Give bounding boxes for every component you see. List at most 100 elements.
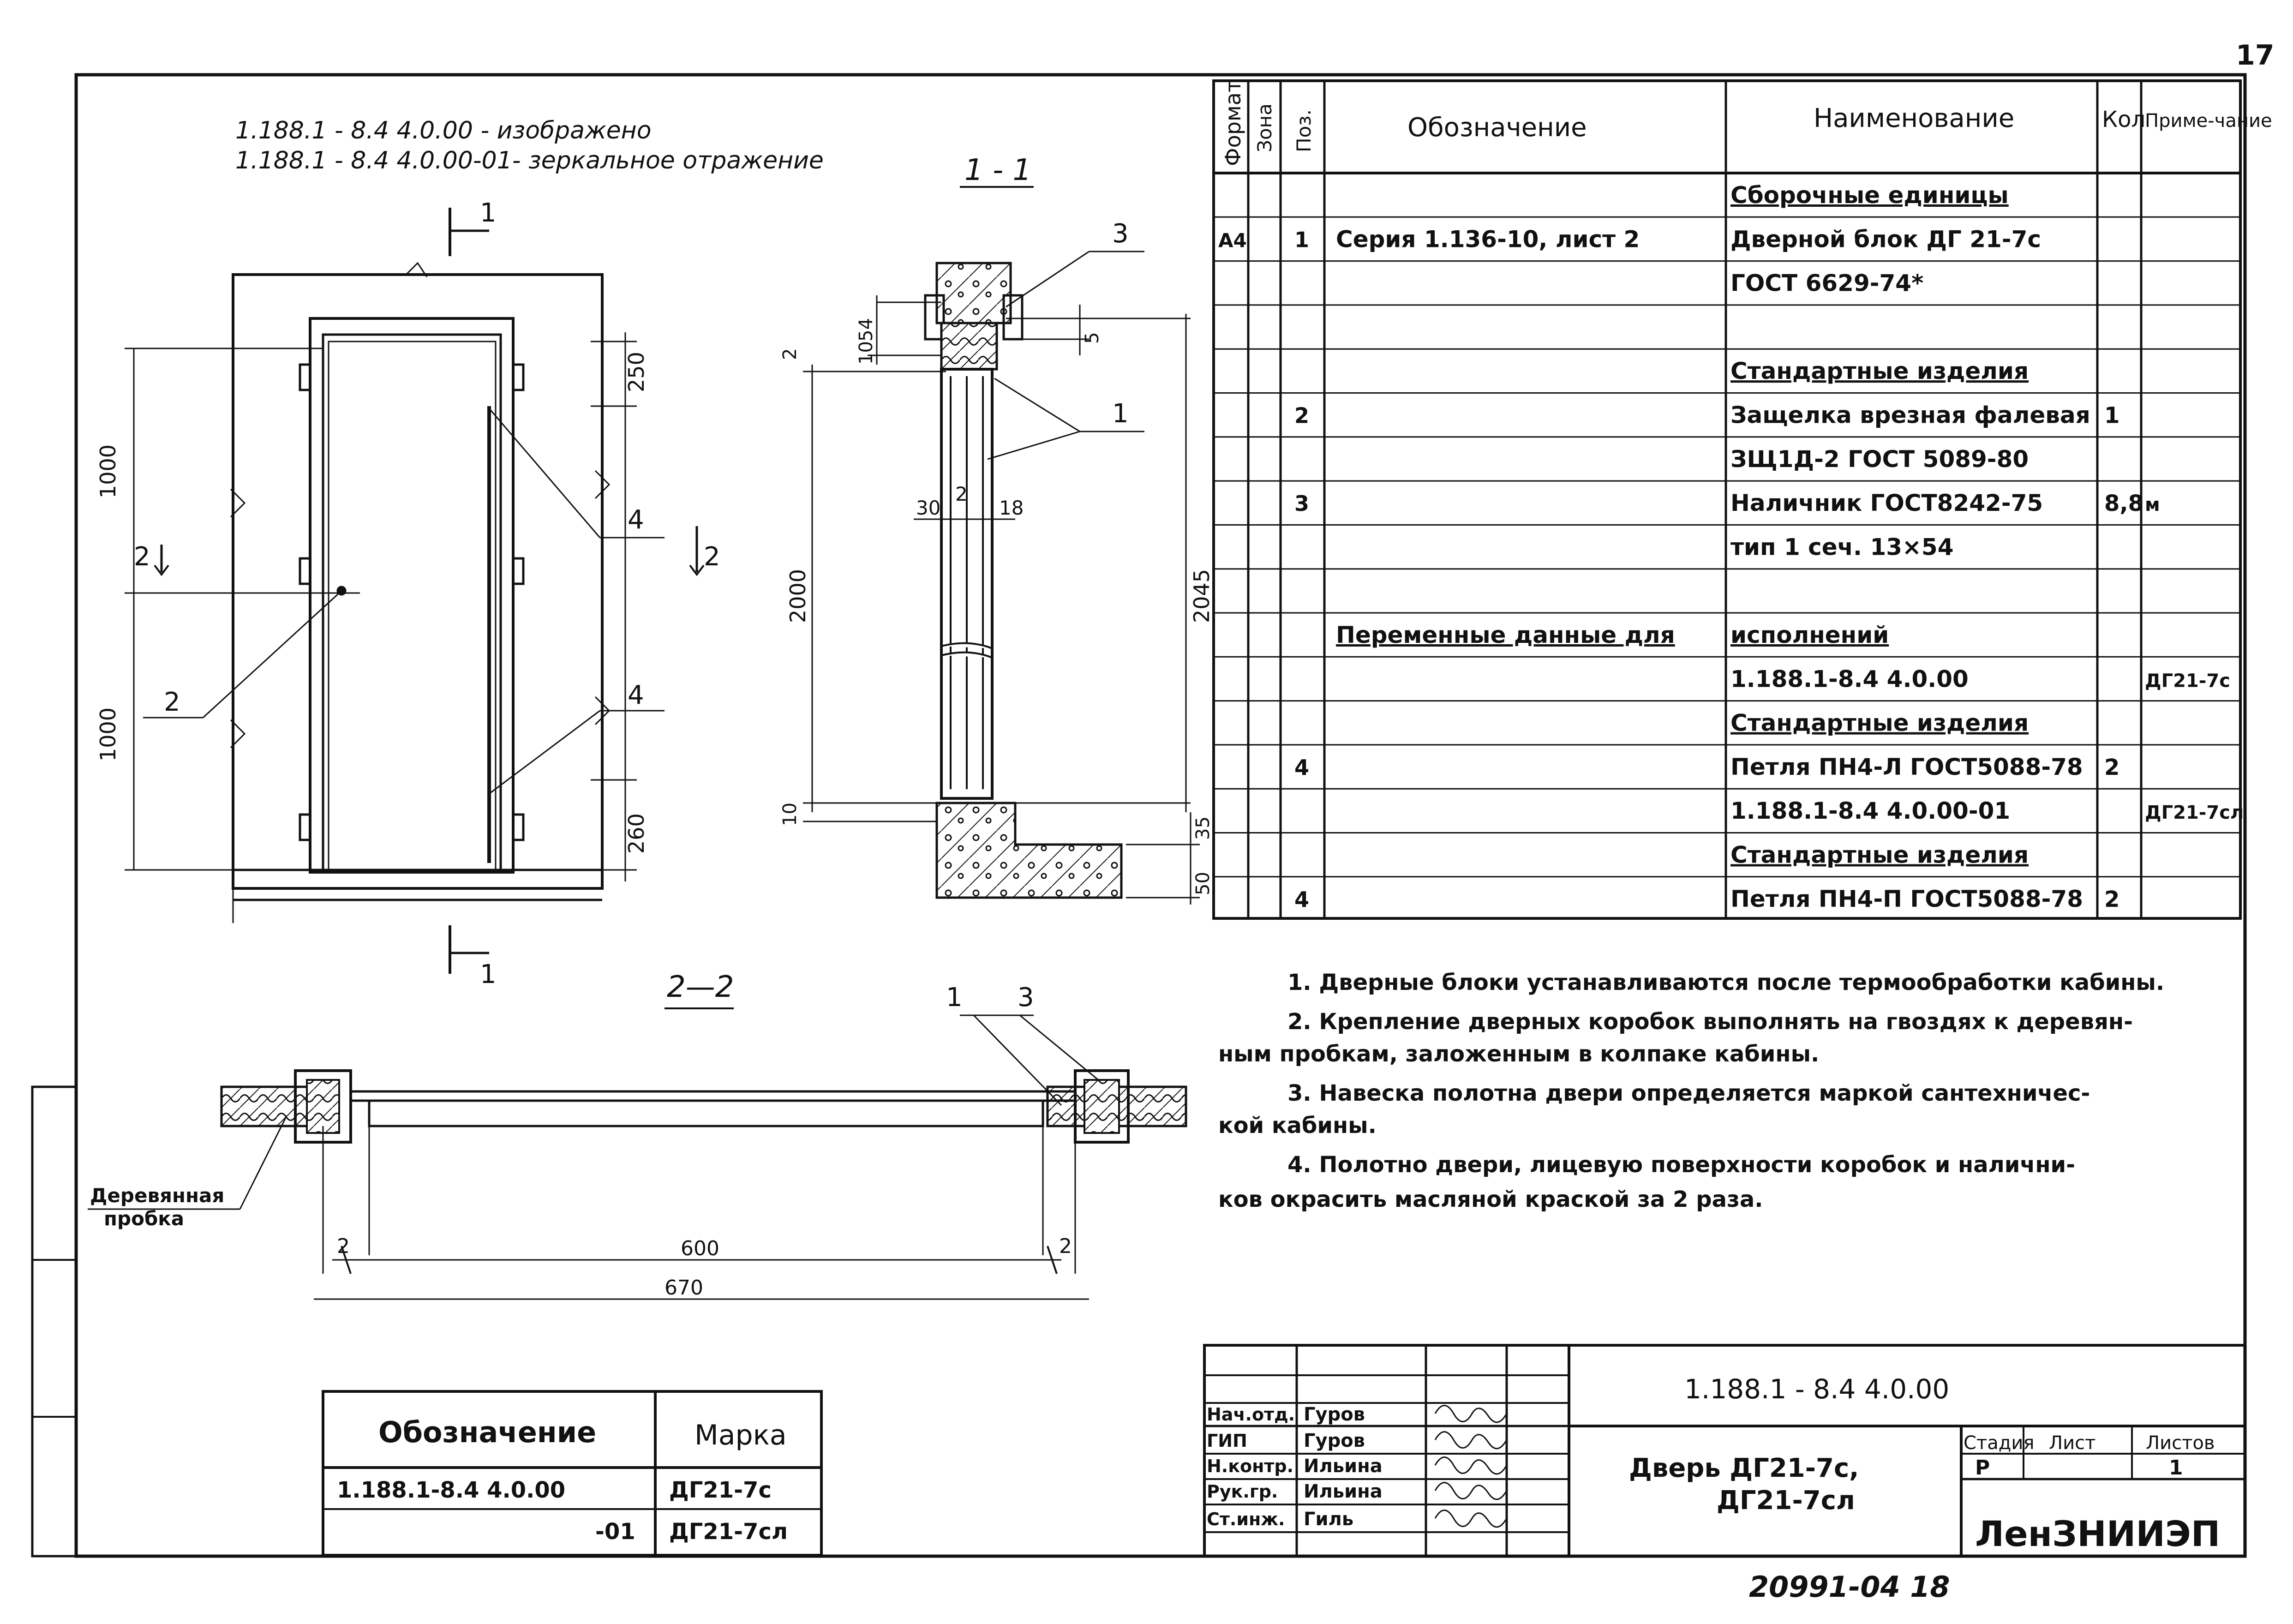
- dim-10: 10: [856, 341, 877, 365]
- wood-plug-label-1: Деревянная: [90, 1184, 224, 1207]
- sheet-label: Лист: [2049, 1432, 2095, 1454]
- dim-50: 50: [1192, 872, 1214, 895]
- dim-250: 250: [624, 352, 649, 392]
- spec-row-pos: 4: [1294, 755, 1309, 780]
- dim-2-right: 2: [1059, 1234, 1072, 1258]
- note-line-6: 4. Полотно двери, лицевую поверхности ко…: [1287, 1152, 2075, 1178]
- spec-row-name: исполнений: [1730, 622, 1889, 648]
- callout-s22-3: 3: [1018, 983, 1034, 1013]
- doc-title-line-1: Дверь ДГ21-7с,: [1629, 1453, 1859, 1483]
- spec-table-grid: [1212, 79, 2242, 920]
- dim-2: 2: [779, 348, 801, 360]
- handwritten-signature: [1434, 1510, 1508, 1528]
- header-notes: 1.188.1 - 8.4 4.0.00 - изображено 1.188.…: [235, 117, 824, 174]
- spec-table-headers: Формат Зона Поз. Обозначение Наименовани…: [1221, 80, 2272, 166]
- spec-row-format: А4: [1218, 229, 1247, 252]
- signature-name: Гуров: [1304, 1430, 1365, 1451]
- spec-row-name: Стандартные изделия: [1730, 358, 2029, 384]
- spec-row-name: Дверной блок ДГ 21-7с: [1730, 226, 2041, 252]
- spec-row-designation: Серия 1.136-10, лист 2: [1336, 226, 1640, 252]
- page-number: 17: [2236, 39, 2275, 72]
- dim-18: 18: [999, 497, 1024, 519]
- spec-row-pos: 4: [1294, 887, 1309, 912]
- front-view-labels: 1000 1000 250 260 1 1 2 2 2 4 4: [96, 198, 720, 989]
- spec-row-name: 1.188.1-8.4 4.0.00: [1730, 665, 1969, 692]
- dim-2000: 2000: [785, 569, 810, 623]
- spec-row-name: Наличник ГОСТ8242-75: [1730, 490, 2043, 516]
- note-line-4: 3. Навеска полотна двери определяется ма…: [1287, 1080, 2090, 1106]
- dim-2b: 2: [955, 483, 968, 505]
- spec-row-qty: 1: [2104, 403, 2119, 429]
- spec-row-name: Сборочные единицы: [1730, 182, 2009, 209]
- dim-5: 5: [1082, 332, 1103, 344]
- wood-plug-label-2: пробка: [104, 1207, 184, 1230]
- dim-600: 600: [681, 1237, 719, 1260]
- spec-row-name: ГОСТ 6629-74*: [1730, 270, 1923, 297]
- note-line-1: 1. Дверные блоки устанавливаются после т…: [1287, 970, 2164, 995]
- spec-row-pos: 3: [1294, 491, 1309, 516]
- doc-code: 1.188.1 - 8.4 4.0.00: [1684, 1373, 1949, 1405]
- sheets-value: 1: [2169, 1456, 2183, 1480]
- marks-table-grid: [322, 1390, 823, 1557]
- header-designation: Обозначение: [1407, 113, 1587, 143]
- spec-row-name: Стандартные изделия: [1730, 710, 2029, 737]
- spec-row-pos: 1: [1294, 227, 1309, 252]
- signature-role: ГИП: [1207, 1431, 1247, 1451]
- handwritten-signature: [1434, 1431, 1508, 1450]
- spec-row-note: ДГ21-7с: [2145, 670, 2230, 691]
- spec-row-name: Стандартные изделия: [1730, 842, 2029, 869]
- front-view: [125, 208, 705, 974]
- stage-value: Р: [1975, 1456, 1990, 1480]
- marks-row-1-mark: ДГ21-7с: [669, 1477, 772, 1503]
- section-1-1: [803, 186, 1200, 905]
- note-line-5: кой кабины.: [1218, 1113, 1377, 1139]
- spec-row-name: Петля ПН4-Л ГОСТ5088-78: [1730, 754, 2083, 780]
- spec-row-name: 1.188.1-8.4 4.0.00-01: [1730, 797, 2010, 824]
- signature-name: Гиль: [1304, 1509, 1353, 1530]
- signature-role: Ст.инж.: [1207, 1509, 1285, 1529]
- spec-row-name: ЗЩ1Д-2 ГОСТ 5089-80: [1730, 446, 2029, 473]
- note-line-7: ков окрасить масляной краской за 2 раза.: [1218, 1187, 1763, 1212]
- title-block: 1.188.1 - 8.4 4.0.00 Дверь ДГ21-7с, ДГ21…: [1629, 1373, 2220, 1554]
- signature-role: Н.контр.: [1207, 1456, 1293, 1476]
- callout-1-bottom: 1: [480, 959, 497, 989]
- marks-header-mark: Марка: [694, 1419, 787, 1451]
- callout-2-left: 2: [134, 542, 150, 572]
- section-label-2-2: 2—2: [667, 970, 734, 1004]
- handwritten-signature: [1434, 1456, 1508, 1475]
- spec-row-qty: 8,8: [2104, 491, 2143, 516]
- callout-s11-1: 1: [1112, 399, 1129, 429]
- signature-name: Гуров: [1304, 1404, 1365, 1425]
- callout-pos-4a: 4: [628, 505, 644, 535]
- dim-670: 670: [665, 1276, 703, 1300]
- spec-row-name: тип 1 сеч. 13×54: [1730, 533, 1954, 560]
- note-line-2: 2. Крепление дверных коробок выполнять н…: [1287, 1009, 2133, 1035]
- callout-pos-2: 2: [164, 687, 180, 717]
- spec-row-pos: 2: [1294, 403, 1309, 428]
- header-format: Формат: [1221, 80, 1245, 166]
- marks-row-2-designation: -01: [595, 1519, 635, 1545]
- callout-pos-4b: 4: [628, 680, 644, 710]
- section-2-2: [88, 1007, 1187, 1300]
- spec-row-note: м: [2145, 494, 2160, 515]
- notes: 1. Дверные блоки устанавливаются после т…: [1218, 970, 2164, 1212]
- header-line-2: 1.188.1 - 8.4 4.0.00-01- зеркальное отра…: [235, 147, 824, 174]
- section-1-1-labels: 1 - 1 54 10 2 5 30 2 18 2000 2045 10 35 …: [779, 153, 1214, 895]
- signature-role: Рук.гр.: [1207, 1481, 1278, 1502]
- handwritten-signature: [1434, 1482, 1508, 1500]
- header-pos: Поз.: [1293, 109, 1315, 152]
- header-note: Приме-чание: [2145, 110, 2272, 132]
- spec-row-note: ДГ21-7сл: [2145, 802, 2244, 823]
- title-block-grid: [1203, 1344, 2246, 1558]
- signature-name: Ильина: [1304, 1456, 1383, 1477]
- header-qty: Кол: [2102, 107, 2145, 132]
- header-zone: Зона: [1253, 103, 1276, 152]
- signature-name: Ильина: [1304, 1481, 1383, 1502]
- spec-row-name: Петля ПН4-П ГОСТ5088-78: [1730, 886, 2083, 912]
- spec-row-qty: 2: [2104, 887, 2119, 912]
- marks-row-1-designation: 1.188.1-8.4 4.0.00: [337, 1477, 565, 1503]
- signature-role: Нач.отд.: [1207, 1404, 1295, 1425]
